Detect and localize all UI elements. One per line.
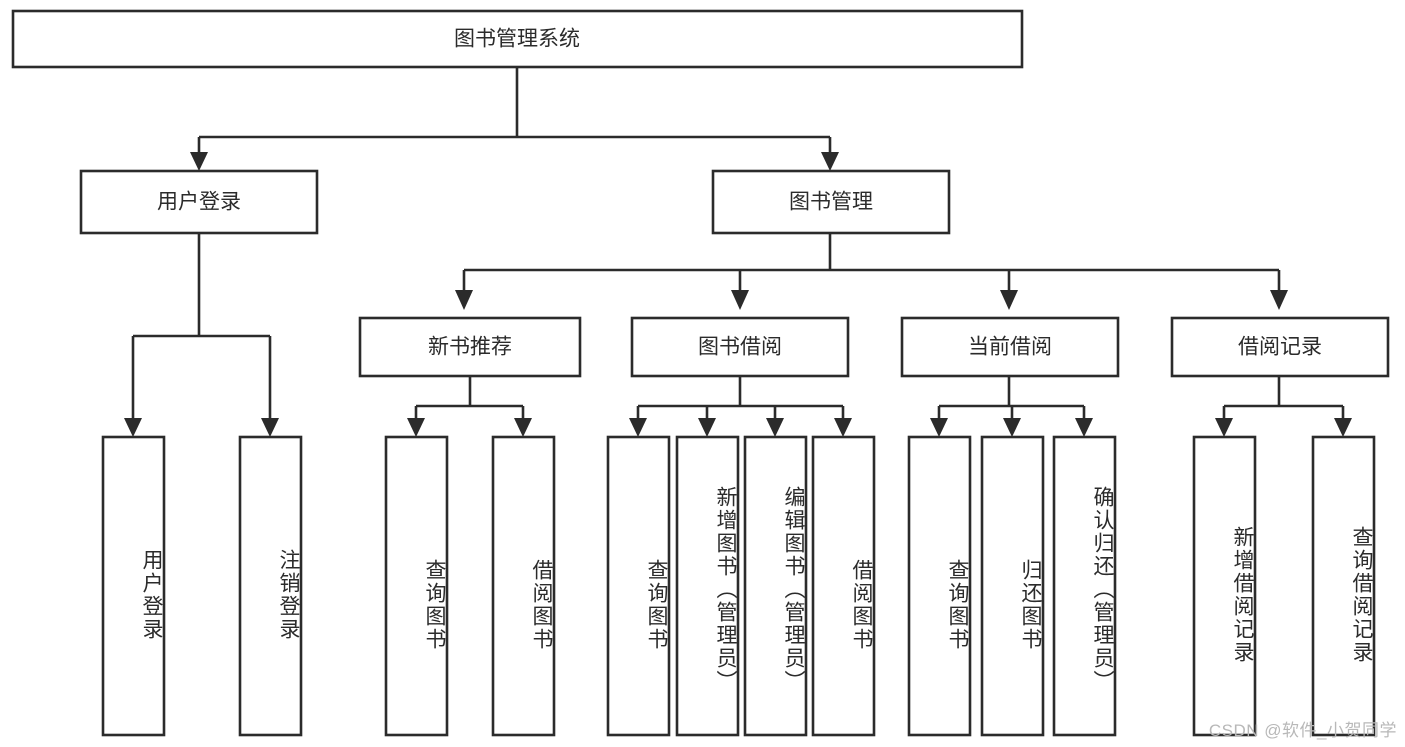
node-root[interactable]: 图书管理系统	[11, 9, 1024, 69]
leaf-node[interactable]	[238, 435, 303, 737]
connector-new-book-to-leaves	[407, 376, 532, 437]
leaf-node[interactable]	[101, 435, 166, 737]
connector-user-login-to-leaves	[124, 233, 279, 437]
node-current-borrow[interactable]: 当前借阅	[900, 316, 1120, 378]
leaf-node[interactable]	[384, 435, 449, 737]
node-user-login-label: 用户登录	[157, 191, 241, 214]
node-new-book-recommend-label: 新书推荐	[428, 336, 512, 359]
node-borrow-record-label: 借阅记录	[1238, 336, 1322, 359]
connector-borrow-record-to-leaves	[1215, 376, 1352, 437]
node-book-manage[interactable]: 图书管理	[711, 169, 951, 235]
node-user-login[interactable]: 用户登录	[79, 169, 319, 235]
leaf-node[interactable]	[675, 435, 740, 737]
node-borrow-record[interactable]: 借阅记录	[1170, 316, 1390, 378]
node-root-label: 图书管理系统	[454, 28, 580, 51]
csdn-watermark: CSDN @软件_小贺同学	[1208, 721, 1397, 740]
leaf-node[interactable]	[491, 435, 556, 737]
leaf-node[interactable]	[1192, 435, 1257, 737]
connector-bus-to-book-manage	[821, 137, 839, 171]
leaf-node[interactable]	[606, 435, 671, 737]
connector-bus-to-user-login	[190, 137, 208, 171]
connector-current-borrow-to-leaves	[930, 376, 1093, 437]
leaf-node[interactable]	[743, 435, 808, 737]
node-current-borrow-label: 当前借阅	[968, 336, 1052, 359]
connector-book-borrow-to-leaves	[629, 376, 852, 437]
node-new-book-recommend[interactable]: 新书推荐	[358, 316, 582, 378]
leaf-node[interactable]	[980, 435, 1045, 737]
node-book-manage-label: 图书管理	[789, 191, 873, 214]
leaf-node[interactable]	[811, 435, 876, 737]
connector-root-to-bus	[199, 67, 830, 139]
leaf-node[interactable]	[1311, 435, 1376, 737]
connector-book-manage-to-level3	[455, 233, 1288, 310]
node-book-borrow[interactable]: 图书借阅	[630, 316, 850, 378]
leaf-node[interactable]	[907, 435, 972, 737]
node-book-borrow-label: 图书借阅	[698, 336, 782, 359]
leaf-node[interactable]	[1052, 435, 1117, 737]
